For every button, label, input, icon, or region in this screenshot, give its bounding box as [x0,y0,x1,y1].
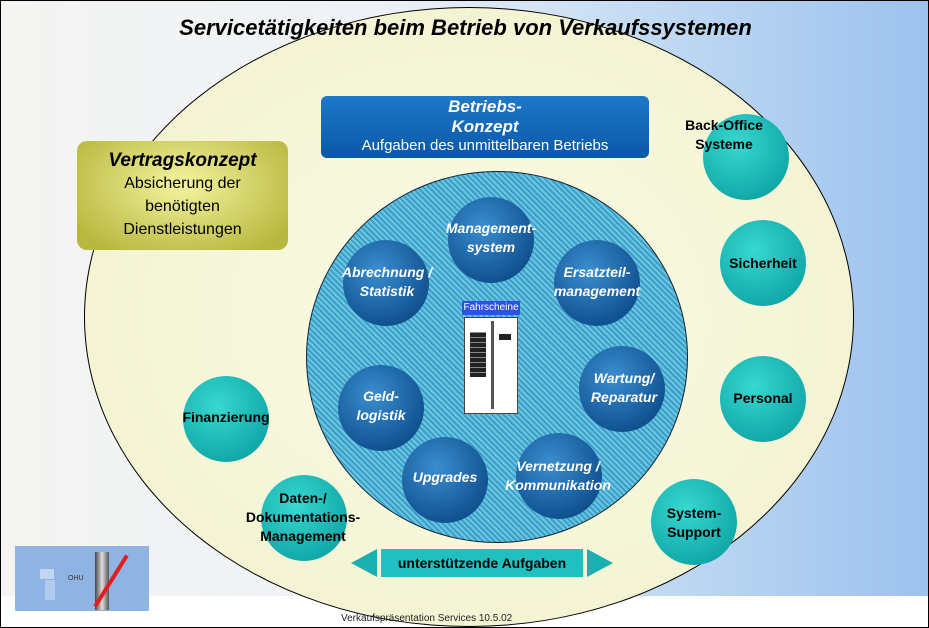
betrieb-line1: Betriebs- [448,97,522,116]
label-line: system [466,239,516,255]
vertrag-title: Vertragskonzept [108,150,257,171]
label-wartung: Wartung/Reparatur [554,369,694,407]
ticket-machine-icon: Fahrscheine [462,301,520,414]
betrieb-line2: Konzept [451,117,519,136]
slide-title: Servicetätigkeiten beim Betrieb von Verk… [179,15,752,40]
label-line: Back-Office [685,117,763,133]
label-line: Management- [445,220,537,236]
label-abrechnung: Abrechnung / Statistik [317,263,457,301]
label-personal: Personal [733,390,793,406]
circle-upgrades [402,437,488,523]
label-ersatzteil: Ersatzteil-management [527,263,667,301]
circle-finanzierung [183,376,269,462]
label-upgrades: Upgrades [375,468,515,487]
machine-divider [491,321,494,409]
vertrag-line2: benötigten [145,198,220,215]
circle-back-office [703,114,789,200]
label-line: Daten-/ [279,490,327,506]
circle-abrechnung [343,240,429,326]
label-sicherheit: Sicherheit [729,255,797,271]
circle-personal [720,356,806,442]
label-line: Vernetzung / [516,458,600,474]
machine-grille [470,332,486,377]
logo-square-bottom [45,580,55,600]
circle-system-support [651,479,737,565]
label-line: Statistik [359,283,415,299]
support-arrow: unterstützende Aufgaben [351,549,613,577]
arrow-head-right [587,549,613,577]
logo-text: OHU [68,575,84,582]
label-line: Reparatur [590,389,658,405]
label-system-support: System- Support [624,504,764,542]
label-vernetzung: Vernetzung / Kommunikation [488,457,628,495]
label-geldlogistik: Geld-logistik [311,387,451,425]
label-line: Systeme [695,136,753,152]
vertrag-line1: Absicherung der [124,175,241,192]
label-line: System- [666,505,722,521]
label-line: management [553,283,641,299]
circle-vernetzung [516,433,602,519]
label-line: Dokumentations- [245,509,361,525]
circle-sicherheit [720,220,806,306]
circle-ersatzteil [554,240,640,326]
betriebs-konzept-box: Betriebs- Konzept Aufgaben des unmittelb… [321,96,649,158]
machine-label: Fahrscheine [462,301,520,315]
vertrag-line3: Dienstleistungen [123,221,242,238]
circle-daten [261,475,347,561]
label-daten: Daten-/ Dokumentations- Management [223,489,383,546]
label-line: Wartung/ [593,370,655,386]
vertragskonzept-box: Vertragskonzept Absicherung der benötigt… [77,141,288,250]
logo: OHU [15,546,149,611]
label-line: Management [260,528,346,544]
label-finanzierung: Finanzierung [182,409,270,425]
label-line: Upgrades [412,469,478,485]
circle-management-system [448,197,534,283]
label-line: Ersatzteil- [563,264,631,280]
circle-wartung [579,346,665,432]
label-line: Abrechnung / [341,264,433,280]
arrow-head-left [351,549,377,577]
label-management-system: Management-system [421,219,561,257]
footer: Verkaufspräsentation Services 10.5.02 [341,613,513,624]
machine-display [499,334,511,340]
machine-body [464,317,518,414]
label-line: Kommunikation [505,477,611,493]
label-line: logistik [356,407,406,423]
betrieb-sub: Aufgaben des unmittelbaren Betriebs [361,137,609,154]
support-label: unterstützende Aufgaben [381,549,583,577]
label-line: Support [667,524,721,540]
label-line: Geld- [363,388,399,404]
logo-square-top [40,569,54,579]
circle-geldlogistik [338,365,424,451]
